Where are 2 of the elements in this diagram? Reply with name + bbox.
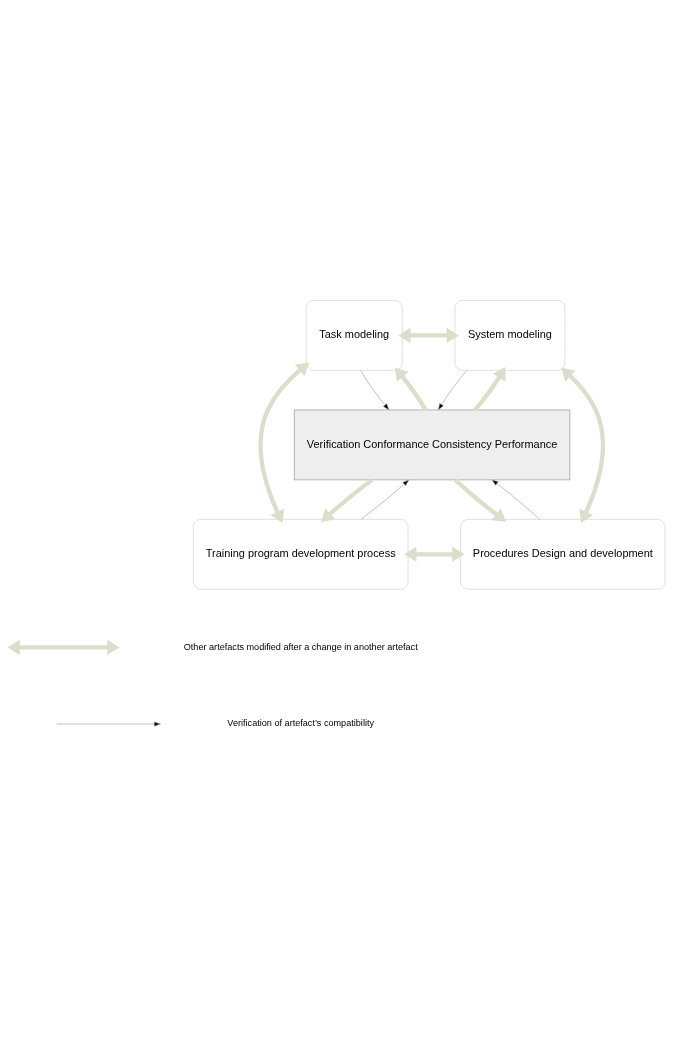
legend-label: Other artefacts modified after a change in another artefact [183, 641, 418, 652]
legend-label: Verification of artefact’s compatibility [227, 718, 375, 729]
